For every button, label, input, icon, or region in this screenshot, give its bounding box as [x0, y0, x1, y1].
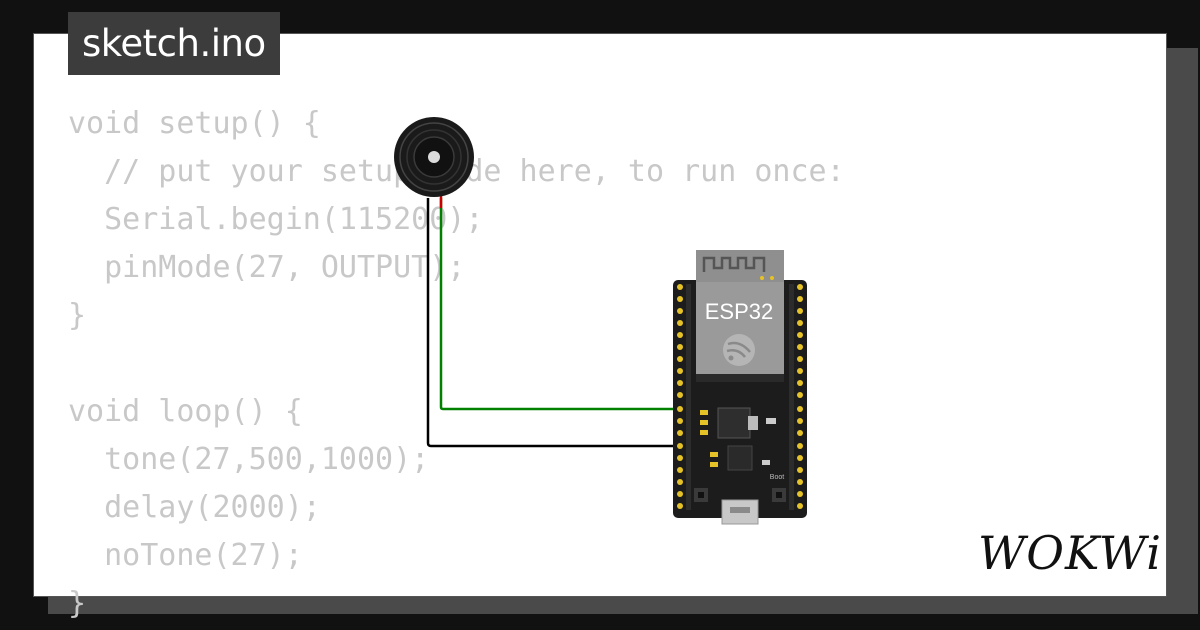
code-line: Serial.begin(115200); — [68, 202, 484, 237]
left-pin-header — [677, 284, 683, 509]
signal-wire[interactable] — [439, 198, 680, 411]
buzzer-ring — [406, 129, 462, 185]
usb-opening — [730, 507, 750, 513]
smd-component — [766, 418, 776, 424]
right-pin-labels — [789, 284, 794, 510]
smd-component — [700, 430, 708, 435]
file-tab[interactable]: sketch.ino — [68, 12, 280, 75]
smd-component — [762, 460, 770, 465]
board-label: ESP32 — [705, 299, 774, 324]
module-edge — [696, 374, 784, 382]
en-button-cap — [698, 492, 704, 498]
voltage-regulator — [717, 407, 751, 439]
smd-component — [710, 462, 718, 467]
espressif-logo-icon — [723, 334, 755, 366]
smd-component — [700, 420, 708, 425]
code-line: void loop() { — [68, 394, 303, 429]
smd-component — [700, 410, 708, 415]
module-pad — [760, 276, 764, 280]
code-line: noTone(27); — [68, 538, 303, 573]
regulator-tab — [748, 416, 758, 430]
boot-button-cap — [776, 492, 782, 498]
antenna-trace — [702, 256, 766, 272]
smd-component — [710, 452, 718, 457]
code-line: tone(27,500,1000); — [68, 442, 430, 477]
buzzer-hole — [428, 151, 440, 163]
code-line: } — [68, 298, 87, 333]
code-line: delay(2000); — [68, 490, 321, 525]
ground-wire[interactable] — [426, 198, 680, 448]
right-pin-header — [797, 284, 803, 509]
code-line: } — [68, 586, 87, 621]
antenna-area — [696, 250, 784, 282]
module-pad — [770, 276, 774, 280]
usb-uart-chip — [727, 445, 753, 471]
project-preview-card — [33, 33, 1167, 597]
piezo-buzzer[interactable] — [394, 117, 474, 197]
esp32-devkit-board[interactable]: ESP32 Boot — [673, 250, 807, 525]
code-line: void setup() { — [68, 106, 321, 141]
boot-button-label: Boot — [770, 474, 784, 481]
left-pin-labels — [686, 284, 691, 510]
wokwi-logo: WOKWi — [978, 526, 1162, 580]
buzzer-ring — [399, 122, 469, 192]
code-line: // put your setup code here, to run once… — [104, 154, 845, 189]
